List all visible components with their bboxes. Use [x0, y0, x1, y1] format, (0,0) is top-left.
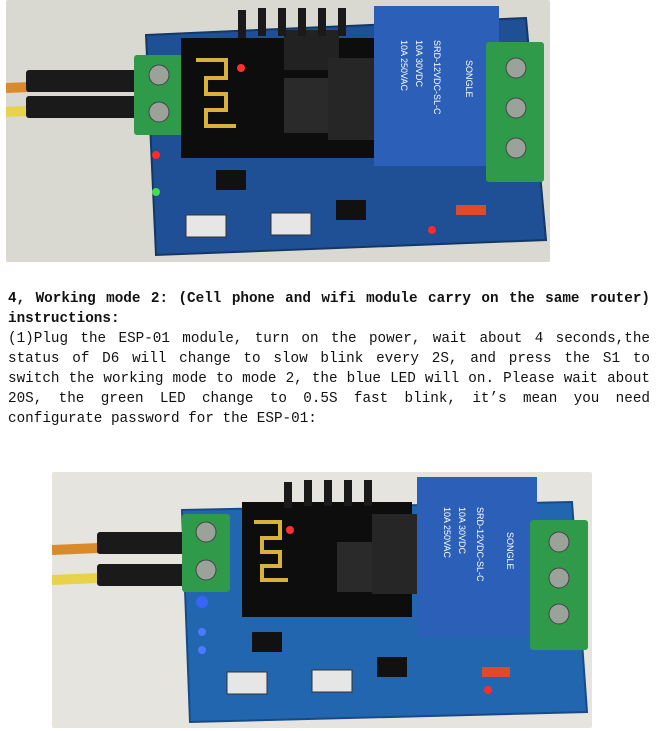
svg-text:10A 250VAC: 10A 250VAC	[399, 40, 409, 91]
svg-text:10A 250VAC: 10A 250VAC	[442, 507, 452, 558]
svg-text:10A 30VDC: 10A 30VDC	[414, 40, 424, 88]
instructions-section: 4, Working mode 2: (Cell phone and wifi …	[8, 289, 650, 429]
instruction-paragraph: (1)Plug the ESP-01 module, turn on the p…	[8, 331, 650, 427]
relay-board-illustration-mode2: 10A 250VAC 10A 30VDC SRD-12VDC-SL-C SONG…	[52, 472, 592, 728]
svg-text:SONGLE: SONGLE	[464, 60, 474, 98]
status-led-green	[152, 188, 160, 196]
terminal-block-left	[134, 55, 184, 135]
status-led-blue-1	[198, 628, 206, 636]
blue-led-glow	[196, 596, 208, 608]
relay	[374, 6, 499, 166]
relay-board-illustration: 10A 250VAC 10A 30VDC SRD-12VDC-SL-C SONG…	[6, 0, 550, 262]
svg-text:SRD-12VDC-SL-C: SRD-12VDC-SL-C	[432, 40, 442, 115]
board-photo-bottom: 10A 250VAC 10A 30VDC SRD-12VDC-SL-C SONG…	[52, 472, 592, 728]
board-photo-top: 10A 250VAC 10A 30VDC SRD-12VDC-SL-C SONG…	[6, 0, 550, 262]
status-led-red	[152, 151, 160, 159]
svg-text:10A 30VDC: 10A 30VDC	[457, 507, 467, 555]
section-heading: 4, Working mode 2: (Cell phone and wifi …	[8, 291, 650, 327]
svg-text:SONGLE: SONGLE	[505, 532, 515, 570]
status-led-blue-2	[198, 646, 206, 654]
svg-text:SRD-12VDC-SL-C: SRD-12VDC-SL-C	[475, 507, 485, 582]
